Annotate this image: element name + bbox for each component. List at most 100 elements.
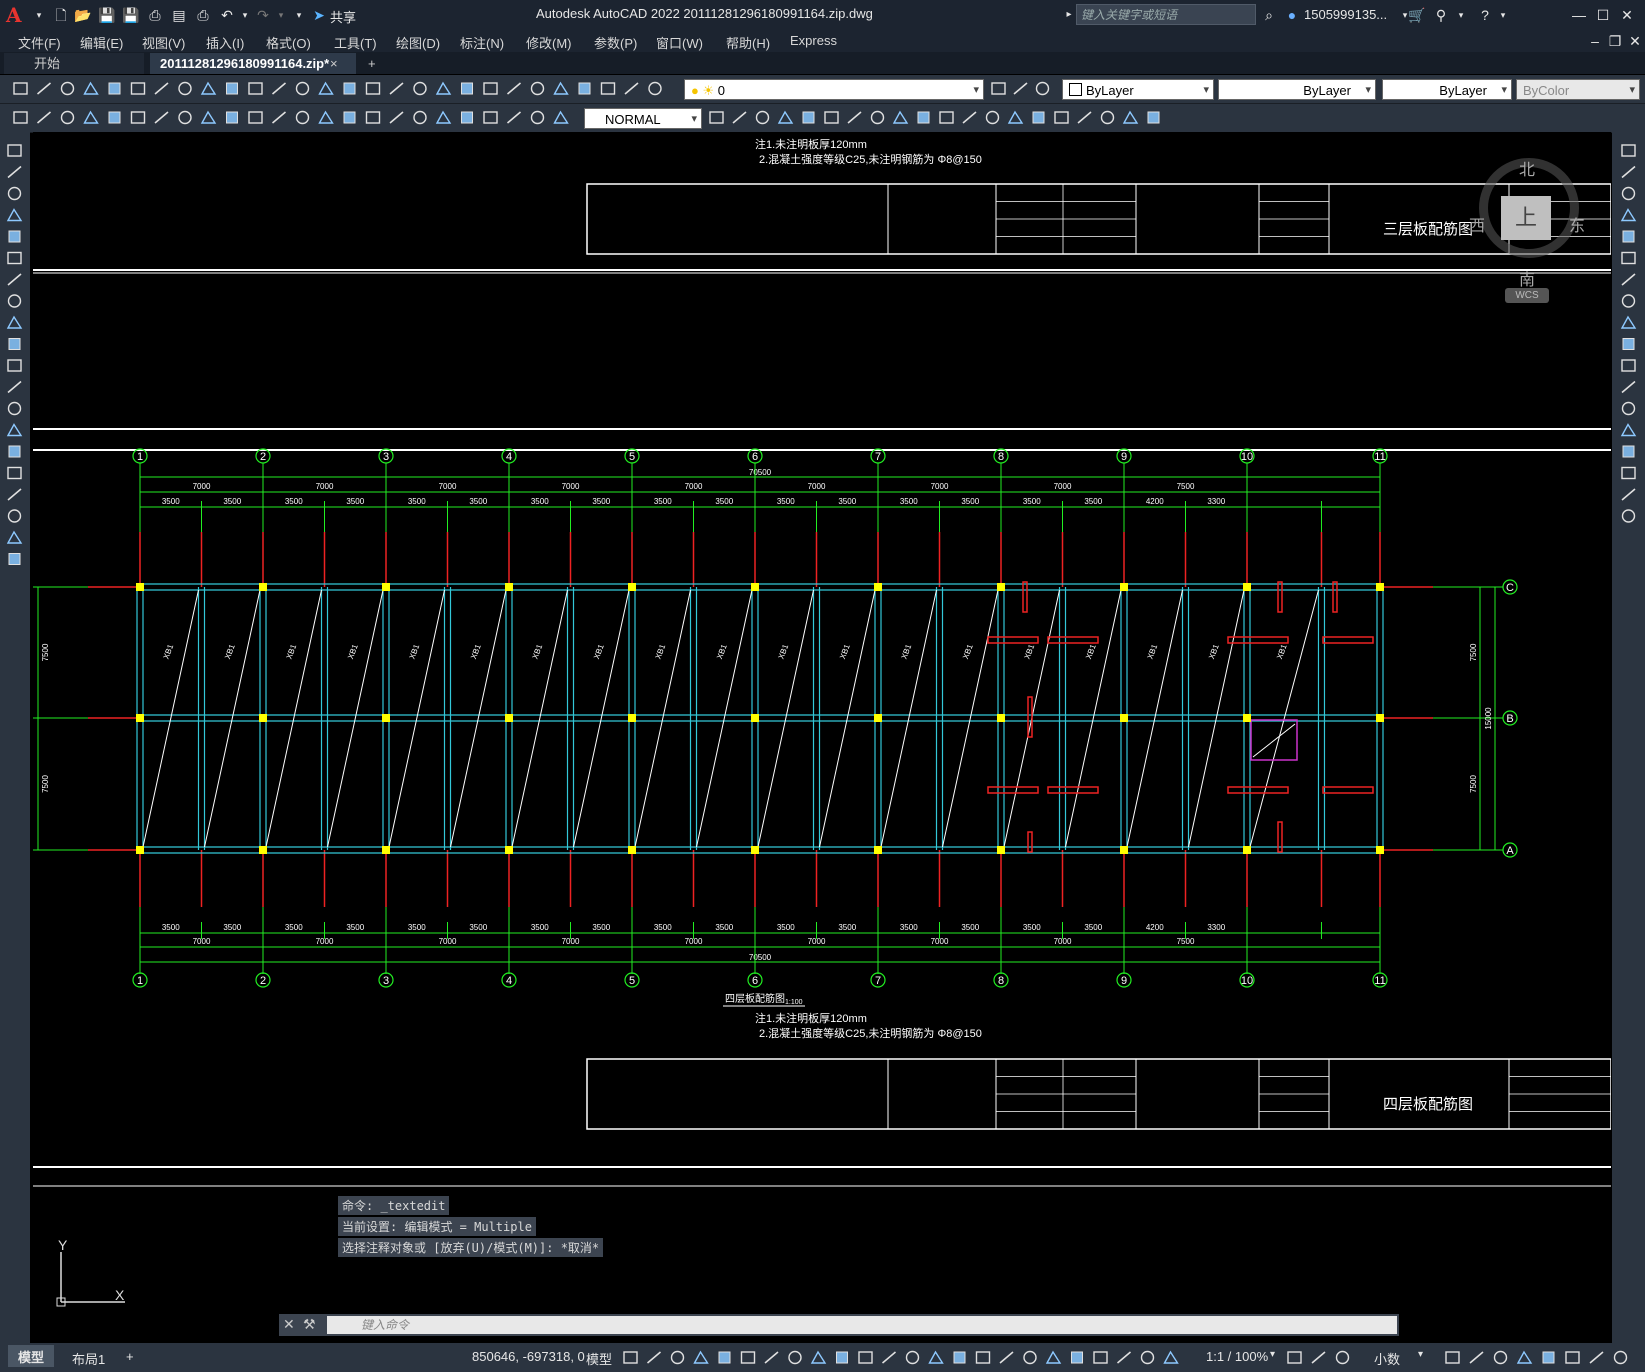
menu-format[interactable]: 格式(O)	[266, 36, 311, 51]
save-icon[interactable]: 💾	[98, 7, 116, 23]
scale-dropdown-icon[interactable]: ▾	[1270, 1349, 1276, 1360]
textstyle-combo[interactable]: NORMAL	[584, 108, 702, 129]
tab-drawing[interactable]: 20111281296180991164.zip*	[150, 53, 356, 74]
draw-tools-icons[interactable]	[0, 132, 30, 592]
status-right-icons[interactable]	[1440, 1343, 1645, 1372]
search-icon[interactable]: ⌕	[1265, 7, 1273, 23]
layer-tools-icons[interactable]	[986, 75, 1056, 103]
menu-window[interactable]: 窗口(W)	[656, 36, 703, 51]
doc-restore-icon[interactable]: ❐	[1608, 33, 1622, 49]
undo-dropdown-icon[interactable]: ▾	[242, 10, 248, 20]
publish-icon[interactable]: ⎙	[149, 7, 161, 23]
share-button[interactable]: 共享	[330, 10, 357, 25]
slab-mark: XB1	[961, 642, 975, 660]
user-dropdown-icon[interactable]: ▾	[1402, 10, 1408, 20]
annotation-scale[interactable]: 1:1 / 100%	[1206, 1349, 1269, 1364]
add-layout-icon[interactable]: +	[126, 1349, 134, 1364]
layout-tab[interactable]: 布局1	[72, 1352, 106, 1367]
dimension-toolbar-icons[interactable]	[0, 104, 580, 132]
modify-tools-icons[interactable]	[1612, 132, 1645, 552]
viewcube[interactable]: 上 北 南 西 东	[1469, 148, 1589, 289]
menu-draw[interactable]: 绘图(D)	[396, 36, 441, 51]
save-as-icon[interactable]: 💾	[122, 7, 140, 23]
undo-icon[interactable]: ↶	[221, 7, 233, 23]
units-dropdown-icon[interactable]: ▾	[1418, 1349, 1424, 1360]
share-icon[interactable]: ➤	[313, 7, 325, 23]
autocad-logo-icon[interactable]: A	[6, 3, 22, 27]
units-button[interactable]: 小数	[1374, 1352, 1401, 1367]
menu-express[interactable]: Express	[790, 33, 837, 48]
modify-side-tool-icon	[1621, 488, 1636, 501]
user-icon[interactable]: ●	[1287, 7, 1297, 23]
viewcube-south[interactable]: 南	[1519, 272, 1536, 289]
tab-close-icon[interactable]: ×	[330, 56, 338, 71]
modify-tool-icon	[962, 111, 977, 124]
color-combo[interactable]: ByLayer	[1062, 79, 1214, 100]
linetype-combo[interactable]: ByLayer	[1218, 79, 1376, 100]
modify-side-tool-icon	[1622, 230, 1635, 243]
close-icon[interactable]: ✕	[1621, 7, 1633, 23]
slab-mark: XB1	[1084, 642, 1098, 660]
layer-combo[interactable]: ● ☀ 0	[684, 79, 984, 100]
coordinates-readout[interactable]: 850646, -697318, 0	[472, 1349, 585, 1364]
viewcube-west[interactable]: 西	[1469, 218, 1486, 235]
modify-toolbar-icons[interactable]	[704, 104, 1224, 132]
customize-qat-icon[interactable]: ▾	[296, 10, 302, 20]
minimize-icon[interactable]: —	[1572, 7, 1586, 23]
model-tab[interactable]: 模型	[8, 1345, 55, 1367]
open-file-icon[interactable]: 📂	[74, 7, 92, 23]
model-space-button[interactable]: 模型	[586, 1352, 613, 1367]
half-dimension: 3500	[592, 497, 610, 506]
draw-tool-icon	[6, 530, 23, 544]
draw-tool-icon	[7, 186, 22, 201]
compass-ring[interactable]	[1479, 158, 1579, 258]
standard-tool-icon	[343, 82, 356, 95]
lineweight-combo[interactable]: ByLayer	[1382, 79, 1512, 100]
workspace-icons[interactable]	[1282, 1343, 1362, 1372]
tab-start[interactable]: 开始	[4, 53, 144, 74]
new-tab-icon[interactable]: +	[368, 56, 376, 71]
status-toggle-icon	[1071, 1351, 1083, 1364]
app-menu-chevron-icon[interactable]: ▾	[36, 10, 42, 20]
viewcube-east[interactable]: 东	[1569, 218, 1586, 235]
redo-dropdown-icon[interactable]: ▾	[278, 10, 284, 20]
menu-edit[interactable]: 编辑(E)	[80, 36, 124, 51]
menu-tools[interactable]: 工具(T)	[334, 36, 377, 51]
menu-insert[interactable]: 插入(I)	[206, 36, 245, 51]
rebar-detail	[1227, 636, 1289, 644]
viewcube-north[interactable]: 北	[1519, 162, 1536, 179]
doc-minimize-icon[interactable]: –	[1591, 33, 1599, 49]
viewcube-top-face[interactable]: 上	[1501, 196, 1551, 240]
search-input[interactable]: 键入关键字或短语	[1076, 4, 1256, 25]
command-input[interactable]: 键入命令	[327, 1316, 1397, 1334]
menu-modify[interactable]: 修改(M)	[526, 36, 572, 51]
command-customize-icon[interactable]: ⚒	[303, 1316, 316, 1332]
print-icon[interactable]: ⎙	[197, 7, 209, 23]
command-close-icon[interactable]: ✕	[283, 1316, 295, 1332]
half-dimension: 3500	[408, 923, 426, 932]
menu-view[interactable]: 视图(V)	[142, 36, 186, 51]
column	[751, 583, 759, 591]
status-toggles-icons[interactable]	[618, 1343, 1198, 1372]
a360-dropdown-icon[interactable]: ▾	[1458, 10, 1464, 20]
doc-close-icon[interactable]: ✕	[1629, 33, 1641, 49]
menu-file[interactable]: 文件(F)	[18, 36, 61, 51]
redo-icon[interactable]: ↷	[257, 7, 269, 23]
plotstyle-combo[interactable]: ByColor	[1516, 79, 1640, 100]
cart-icon[interactable]: 🛒	[1408, 7, 1426, 23]
help-dropdown-icon[interactable]: ▾	[1500, 10, 1506, 20]
wcs-menu[interactable]: WCS	[1505, 288, 1549, 303]
search-arrow-icon[interactable]: ▸	[1066, 9, 1072, 20]
help-icon[interactable]: ?	[1481, 7, 1489, 23]
new-file-icon[interactable]: 🗋	[55, 7, 67, 23]
maximize-icon[interactable]: ☐	[1596, 7, 1610, 23]
menu-dimension[interactable]: 标注(N)	[460, 36, 505, 51]
plot-preview-icon[interactable]: ▤	[172, 7, 186, 23]
a360-icon[interactable]: ⚲	[1435, 7, 1447, 23]
menu-parametric[interactable]: 参数(P)	[594, 36, 638, 51]
standard-toolbar-icons[interactable]	[0, 75, 680, 103]
user-account[interactable]: 1505999135...	[1304, 7, 1388, 22]
menu-help[interactable]: 帮助(H)	[726, 36, 771, 51]
